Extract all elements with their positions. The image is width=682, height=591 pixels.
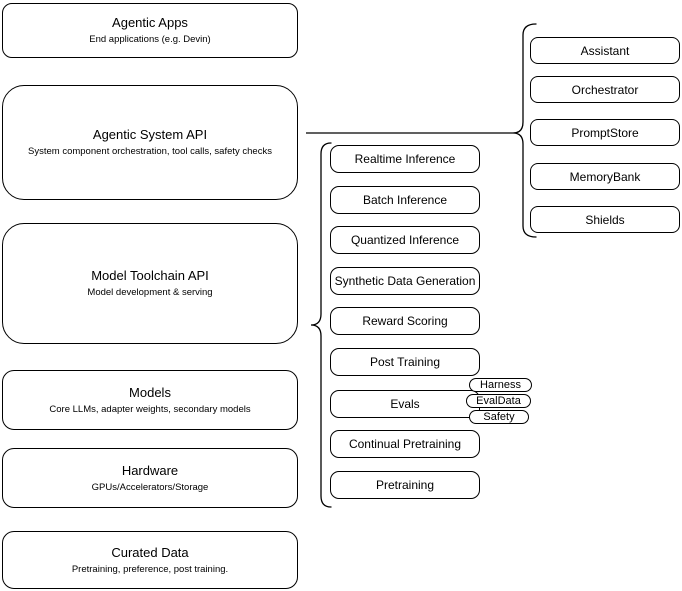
node-label: Safety xyxy=(483,410,515,423)
node-agentic-apps: Agentic Apps End applications (e.g. Devi… xyxy=(2,3,298,58)
brace-toolchain-components xyxy=(310,142,332,508)
node-eval-tag-evaldata: EvalData xyxy=(466,394,531,408)
node-model-toolchain-api: Model Toolchain API Model development & … xyxy=(2,223,298,344)
node-title: Agentic System API xyxy=(92,127,208,142)
node-title: Hardware xyxy=(121,462,179,478)
node-realtime-inference: Realtime Inference xyxy=(330,145,480,173)
node-continual-pretraining: Continual Pretraining xyxy=(330,430,480,458)
node-eval-tag-safety: Safety xyxy=(469,410,529,424)
node-eval-tag-harness: Harness xyxy=(469,378,532,392)
node-assistant: Assistant xyxy=(530,37,680,64)
node-post-training: Post Training xyxy=(330,348,480,376)
node-label: Assistant xyxy=(580,43,630,58)
node-shields: Shields xyxy=(530,206,680,233)
node-models: Models Core LLMs, adapter weights, secon… xyxy=(2,370,298,430)
node-label: Shields xyxy=(585,212,625,227)
node-label: Harness xyxy=(480,378,521,391)
node-label: EvalData xyxy=(476,394,521,407)
node-memorybank: MemoryBank xyxy=(530,163,680,190)
node-subtitle: Model development & serving xyxy=(87,287,213,298)
node-label: Continual Pretraining xyxy=(348,437,462,451)
node-quantized-inference: Quantized Inference xyxy=(330,226,480,254)
node-label: Orchestrator xyxy=(571,82,639,97)
node-synthetic-data-generation: Synthetic Data Generation xyxy=(330,267,480,295)
node-title: Agentic Apps xyxy=(112,15,188,30)
node-title: Model Toolchain API xyxy=(91,268,209,283)
node-batch-inference: Batch Inference xyxy=(330,186,480,214)
node-label: Batch Inference xyxy=(362,193,448,207)
node-subtitle: End applications (e.g. Devin) xyxy=(89,34,211,45)
node-label: Synthetic Data Generation xyxy=(334,274,476,288)
node-title: Models xyxy=(129,384,171,400)
node-label: PromptStore xyxy=(571,125,639,140)
node-reward-scoring: Reward Scoring xyxy=(330,307,480,335)
node-subtitle: System component orchestration, tool cal… xyxy=(28,146,272,157)
node-label: Reward Scoring xyxy=(362,314,448,328)
node-label: MemoryBank xyxy=(569,169,641,184)
node-subtitle: Core LLMs, adapter weights, secondary mo… xyxy=(49,403,251,415)
node-orchestrator: Orchestrator xyxy=(530,76,680,103)
node-evals: Evals xyxy=(330,390,480,418)
node-subtitle: GPUs/Accelerators/Storage xyxy=(91,481,209,493)
node-label: Pretraining xyxy=(375,478,435,492)
node-agentic-system-api: Agentic System API System component orch… xyxy=(2,85,298,200)
node-label: Post Training xyxy=(369,355,441,369)
node-label: Evals xyxy=(390,397,420,411)
node-curated-data: Curated Data Pretraining, preference, po… xyxy=(2,531,298,589)
node-pretraining: Pretraining xyxy=(330,471,480,499)
node-subtitle: Pretraining, preference, post training. xyxy=(71,563,229,575)
node-label: Realtime Inference xyxy=(354,152,456,166)
node-title: Curated Data xyxy=(111,544,189,560)
node-hardware: Hardware GPUs/Accelerators/Storage xyxy=(2,448,298,508)
node-label: Quantized Inference xyxy=(350,233,460,247)
node-promptstore: PromptStore xyxy=(530,119,680,146)
